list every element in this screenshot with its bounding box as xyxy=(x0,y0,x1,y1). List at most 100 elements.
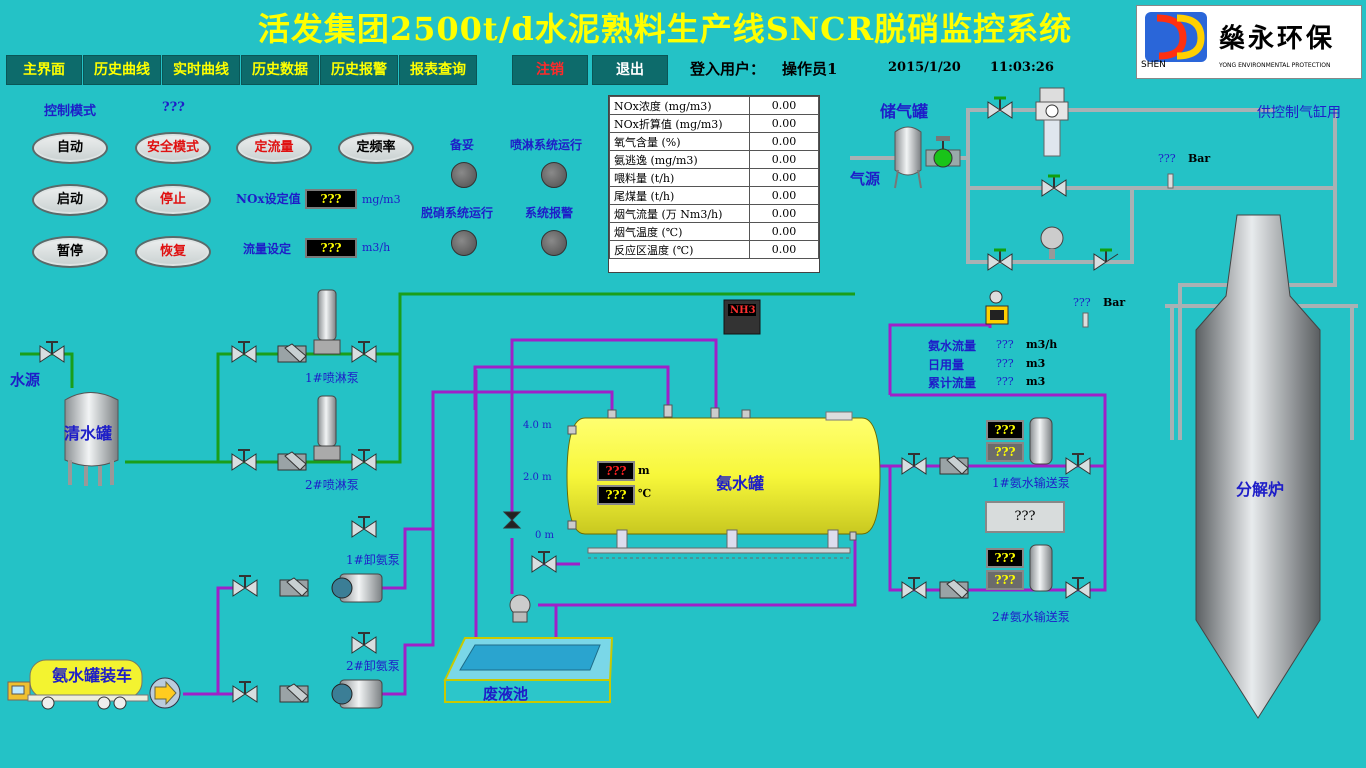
ammonia-pump-shapes xyxy=(1029,417,1053,592)
safe-mode-button[interactable]: 安全模式 xyxy=(135,132,211,164)
tank-temp-unit: ℃ xyxy=(638,487,652,500)
spray-running-label: 喷淋系统运行 xyxy=(510,138,583,152)
exit-button[interactable]: 退出 xyxy=(592,55,668,85)
daily-usage-value: ??? xyxy=(996,357,1014,370)
pump2-display-a: ??? xyxy=(986,548,1024,568)
table-row: 尾煤量 (t/h)0.00 xyxy=(609,186,819,205)
nox-setpoint-unit: mg/m3 xyxy=(362,193,401,206)
system-alarm-label: 系统报警 xyxy=(525,206,574,220)
param-name: NOx折算值 (mg/m3) xyxy=(609,114,750,133)
tank-level-unit: m xyxy=(638,464,650,477)
flow-setpoint-input[interactable]: ??? xyxy=(305,238,357,258)
param-value: 0.00 xyxy=(749,96,819,115)
control-mode-label: 控制模式 xyxy=(44,104,97,119)
pressure-sensors xyxy=(1082,173,1174,328)
constant-flow-button[interactable]: 定流量 xyxy=(236,132,312,164)
supply-label: 供控制气缸用 xyxy=(1257,105,1341,121)
ammonia-tank-label: 氨水罐 xyxy=(716,474,765,493)
page-title: 活发集团2500t/d水泥熟料生产线SNCR脱硝监控系统 xyxy=(257,10,1073,48)
scale-bot-label: 0 m xyxy=(535,530,555,541)
start-button[interactable]: 启动 xyxy=(32,184,108,216)
clean-water-tank-label: 清水罐 xyxy=(64,424,113,443)
flow-setpoint-label: 流量设定 xyxy=(243,242,292,256)
pump1-display-b: ??? xyxy=(986,442,1024,462)
water-source-label: 水源 xyxy=(10,371,41,389)
pump1-display-a: ??? xyxy=(986,420,1024,440)
nh3-meter-display: NH3 xyxy=(730,305,756,316)
truck-label: 氨水罐装车 xyxy=(52,666,133,685)
decomposer-furnace-shape xyxy=(1195,214,1321,719)
nav-realtime-curve[interactable]: 实时曲线 xyxy=(162,55,240,85)
unload-pump1-label: 1#卸氨泵 xyxy=(346,553,400,567)
decomposer-label: 分解炉 xyxy=(1236,480,1285,499)
spray-pump1-label: 1#喷淋泵 xyxy=(305,371,359,385)
logout-button[interactable]: 注销 xyxy=(512,55,588,85)
nox-setpoint-label: NOx设定值 xyxy=(236,192,301,206)
ammonia-flow-label: 氨水流量 xyxy=(928,339,977,353)
resume-button[interactable]: 恢复 xyxy=(135,236,211,268)
denox-running-label: 脱硝系统运行 xyxy=(421,206,494,220)
flow-setpoint-unit: m3/h xyxy=(362,241,391,254)
table-row: 氧气含量 (%)0.00 xyxy=(609,132,819,151)
pressure1-unit: Bar xyxy=(1188,152,1211,165)
logo-mark-icon xyxy=(1145,12,1207,62)
auto-button[interactable]: 自动 xyxy=(32,132,108,164)
gas-source-label: 气源 xyxy=(850,170,881,188)
ammonia-flow-unit: m3/h xyxy=(1026,338,1058,351)
total-flow-unit: m3 xyxy=(1026,375,1046,388)
table-row: NOx浓度 (mg/m3)0.00 xyxy=(609,96,819,115)
gas-tank-label: 储气罐 xyxy=(880,102,929,121)
table-row: 烟气流量 (万 Nm3/h)0.00 xyxy=(609,204,819,223)
tank-temp-display: ??? xyxy=(597,485,635,505)
constant-frequency-button[interactable]: 定频率 xyxy=(338,132,414,164)
denox-running-lamp xyxy=(451,230,477,256)
pause-button[interactable]: 暂停 xyxy=(32,236,108,268)
param-value: 0.00 xyxy=(749,114,819,133)
nav-main[interactable]: 主界面 xyxy=(6,55,82,85)
ready-lamp xyxy=(451,162,477,188)
mid-display: ??? xyxy=(985,501,1065,533)
transfer-pump-shape xyxy=(509,594,531,623)
param-value: 0.00 xyxy=(749,186,819,205)
ammonia-pump1-label: 1#氨水输送泵 xyxy=(992,476,1070,490)
login-label: 登入用户： xyxy=(690,60,766,78)
param-value: 0.00 xyxy=(749,240,819,259)
ammonia-pump2-label: 2#氨水输送泵 xyxy=(992,610,1070,624)
stop-button[interactable]: 停止 xyxy=(135,184,211,216)
daily-usage-unit: m3 xyxy=(1026,357,1046,370)
strainers xyxy=(277,343,969,703)
nav-history-data[interactable]: 历史数据 xyxy=(241,55,319,85)
pump2-display-b: ??? xyxy=(986,570,1024,590)
param-value: 0.00 xyxy=(749,204,819,223)
nav-history-alarm[interactable]: 历史报警 xyxy=(320,55,398,85)
parameter-table: NOx浓度 (mg/m3)0.00 NOx折算值 (mg/m3)0.00 氧气含… xyxy=(608,95,820,273)
nox-setpoint-input[interactable]: ??? xyxy=(305,189,357,209)
current-date: 2015/1/20 xyxy=(888,60,961,75)
tank-level-display: ??? xyxy=(597,461,635,481)
pressure1-value: ??? xyxy=(1158,152,1176,165)
param-name: 氧气含量 (%) xyxy=(609,132,750,151)
table-row: NOx折算值 (mg/m3)0.00 xyxy=(609,114,819,133)
motorized-valve-shape xyxy=(1040,226,1064,259)
total-flow-label: 累计流量 xyxy=(928,376,977,390)
gas-storage-tank-shape xyxy=(894,126,961,189)
clean-water-tank-shape xyxy=(64,392,119,486)
nav-report[interactable]: 报表查询 xyxy=(399,55,477,85)
param-name: 氨逃逸 (mg/m3) xyxy=(609,150,750,169)
ammonia-pipes xyxy=(183,323,1107,696)
flowmeter-shape xyxy=(985,290,1009,325)
spray-pump2-label: 2#喷淋泵 xyxy=(305,478,359,492)
air-pipes xyxy=(850,108,1358,440)
waste-pool-shape xyxy=(443,637,614,703)
logo-name: 燊永环保 xyxy=(1219,24,1336,54)
param-name: 尾煤量 (t/h) xyxy=(609,186,750,205)
param-name: NOx浓度 (mg/m3) xyxy=(609,96,750,115)
param-value: 0.00 xyxy=(749,150,819,169)
truck-shape xyxy=(7,659,181,710)
company-logo: 燊永环保 SHEN YONG ENVIRONMENTAL PROTECTION xyxy=(1136,5,1362,79)
nh3-meter-shape xyxy=(723,299,761,335)
ammonia-flow-value: ??? xyxy=(996,338,1014,351)
param-value: 0.00 xyxy=(749,132,819,151)
table-row: 反应区温度 (℃)0.00 xyxy=(609,240,819,259)
nav-history-curve[interactable]: 历史曲线 xyxy=(83,55,161,85)
